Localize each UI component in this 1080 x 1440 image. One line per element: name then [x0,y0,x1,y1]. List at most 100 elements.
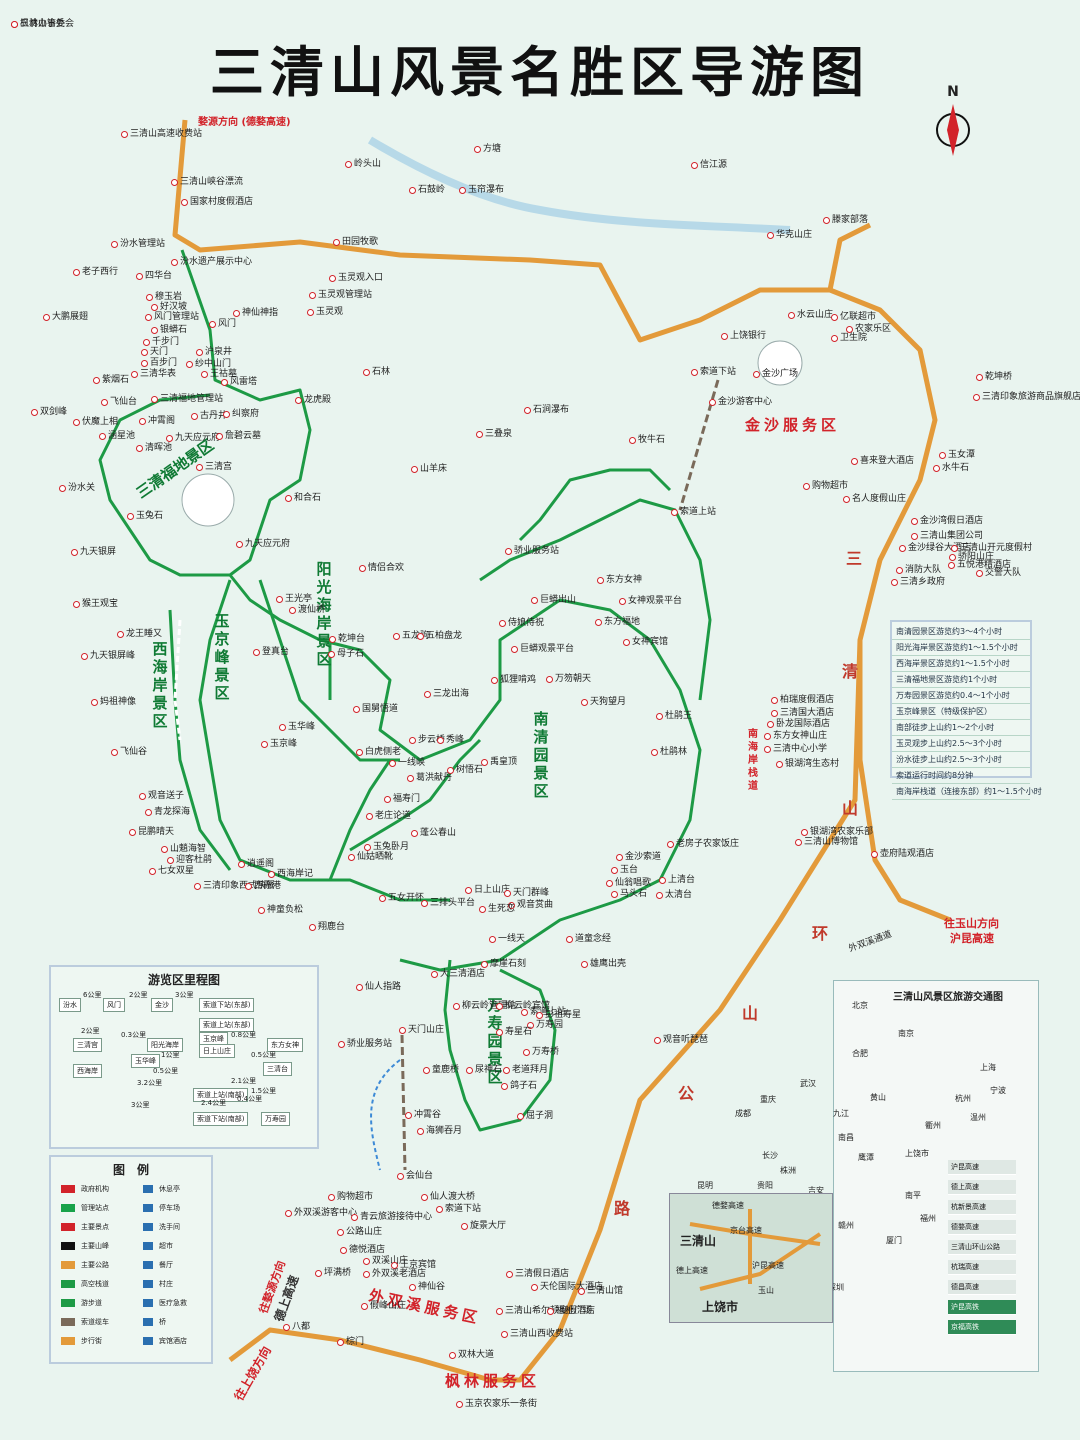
place-label[interactable]: 紫烟石 [102,375,130,385]
place-label[interactable]: 西海岸记 [277,869,314,879]
place-label[interactable]: 索道下站 [700,367,737,377]
place-label[interactable]: 三清假日酒店 [515,1269,570,1279]
place-label[interactable]: 冲霄谷 [414,1110,442,1120]
place-label[interactable]: 坪满桥 [324,1268,352,1278]
place-label[interactable]: 德悦酒店 [349,1245,386,1255]
place-label[interactable]: 三清山集团公司 [920,531,984,541]
place-label[interactable]: 冲霄阁 [148,416,176,426]
place-label[interactable]: 禹皇顶 [490,757,518,767]
place-label[interactable]: 三龙出海 [433,689,470,699]
place-label[interactable]: 金沙游客中心 [718,397,773,407]
place-label[interactable]: 情侣合欢 [368,563,405,573]
place-label[interactable]: 蓬公春山 [420,828,457,838]
place-label[interactable]: 屈子洞 [526,1111,554,1121]
place-label[interactable]: 名人度假山庄 [852,494,907,504]
place-label[interactable]: 步云桥 [418,735,446,745]
place-label[interactable]: 九天应元府 [175,433,221,443]
place-label[interactable]: 西霞港 [254,881,282,891]
place-label[interactable]: 国舅悟道 [362,704,399,714]
place-label[interactable]: 涵星池 [108,431,136,441]
place-label[interactable]: 玉帘瀑布 [468,185,505,195]
place-label[interactable]: 四华台 [145,271,173,281]
place-label[interactable]: 百步门 [150,358,178,368]
place-label[interactable]: 一线天 [498,934,526,944]
place-label[interactable]: 巨蟒出山 [540,595,577,605]
place-label[interactable]: 索道上站 [680,507,717,517]
place-label[interactable]: 太清台 [665,890,693,900]
place-label[interactable]: 上清台 [668,875,696,885]
place-label[interactable]: 天门山庄 [408,1025,445,1035]
place-label[interactable]: 华克山庄 [776,230,813,240]
place-label[interactable]: 玉灵观 [316,307,344,317]
place-label[interactable]: 大鹏展翅 [52,312,89,322]
place-label[interactable]: 九天银屏 [80,547,117,557]
place-label[interactable]: 金沙绿谷大酒店 [908,543,972,553]
place-label[interactable]: 猴王观宝 [82,599,119,609]
place-label[interactable]: 一线峡 [398,758,426,768]
place-label[interactable]: 翔鹿台 [318,922,346,932]
place-label[interactable]: 山魈海智 [170,844,207,854]
place-label[interactable]: 牧牛石 [638,435,666,445]
place-label[interactable]: 观音听琵琶 [663,1035,709,1045]
place-label[interactable]: 秀峰 [446,735,465,745]
place-label[interactable]: 葛洪献丹 [416,773,453,783]
place-label[interactable]: 伏魔上相 [82,417,119,427]
place-label[interactable]: 会仙台 [406,1171,434,1181]
place-label[interactable]: 东方福地 [604,617,641,627]
place-label[interactable]: 东方女神山庄 [773,731,828,741]
place-label[interactable]: 龙王睡又 [126,629,163,639]
place-label[interactable]: 三清印象西式快餐 [203,881,276,891]
place-label[interactable]: 银湖湾农家乐部 [810,827,874,837]
place-label[interactable]: 天门 [150,347,169,357]
place-label[interactable]: 汾水遗产展示中心 [180,257,253,267]
place-label[interactable]: 石鼓岭 [418,185,446,195]
place-label[interactable]: 道童念经 [575,934,612,944]
place-label[interactable]: 农家乐区 [855,324,892,334]
place-label[interactable]: 风雷塔 [230,377,258,387]
place-label[interactable]: 雄鹰出壳 [590,959,627,969]
place-label[interactable]: 汾水管理站 [120,239,166,249]
place-label[interactable]: 卫生院 [840,333,868,343]
place-label[interactable]: 三清国大酒店 [780,708,835,718]
place-label[interactable]: 玉华峰 [288,722,316,732]
place-label[interactable]: 五柏盘龙 [426,631,463,641]
place-label[interactable]: 外双溪老酒店 [372,1269,427,1279]
place-label[interactable]: 信江源 [700,160,728,170]
place-label[interactable]: 滕家部落 [832,215,869,225]
place-label[interactable]: 神童负松 [267,905,304,915]
place-label[interactable]: 水牛石 [942,463,970,473]
place-label[interactable]: 三清山峡谷漂流 [180,177,244,187]
place-label[interactable]: 七女双星 [158,866,195,876]
place-label[interactable]: 三清山馆 [587,1286,624,1296]
place-label[interactable]: 鸽子石 [510,1081,538,1091]
place-label[interactable]: 天伦国际大酒店 [540,1282,604,1292]
place-label[interactable]: 马头石 [620,889,648,899]
place-label[interactable]: 亿联超市 [840,312,877,322]
place-label[interactable]: 三清印象旅游商品旗舰店 [982,392,1080,402]
place-label[interactable]: 杜鹃林 [660,747,688,757]
place-label[interactable]: 仙人指路 [365,982,402,992]
place-label[interactable]: 外双溪游客中心 [294,1208,358,1218]
place-label[interactable]: 古丹井 [200,411,228,421]
place-label[interactable]: 三清中心小学 [773,744,828,754]
place-label[interactable]: 壶府陆观酒店 [880,849,935,859]
place-label[interactable]: 柏瑞度假酒店 [780,695,835,705]
place-label[interactable]: 双溪山庄 [372,1256,409,1266]
place-label[interactable]: 玉女潭 [948,450,976,460]
place-label[interactable]: 银湖湾生态村 [785,759,840,769]
place-label[interactable]: 树悟石 [456,765,484,775]
place-label[interactable]: 柳云岭管理站 [462,1001,517,1011]
place-label[interactable]: 和合石 [294,493,322,503]
place-label[interactable]: 柳云岭宾馆 [505,1001,551,1011]
place-label[interactable]: 仙翁唱歌 [615,878,652,888]
place-label[interactable]: 双剑峰 [40,407,68,417]
place-label[interactable]: 千步门 [152,337,180,347]
place-label[interactable]: 玉京峰 [270,739,298,749]
place-label[interactable]: 老道拜月 [512,1065,549,1075]
place-label[interactable]: 昆鹏晴天 [138,827,175,837]
place-label[interactable]: 风门管理站 [154,312,200,322]
place-label[interactable]: 童鹿桥 [432,1065,460,1075]
place-label[interactable]: 玉兔石 [136,511,164,521]
place-label[interactable]: 骄业服务站 [514,546,560,556]
place-label[interactable]: 纱中山门 [195,359,232,369]
